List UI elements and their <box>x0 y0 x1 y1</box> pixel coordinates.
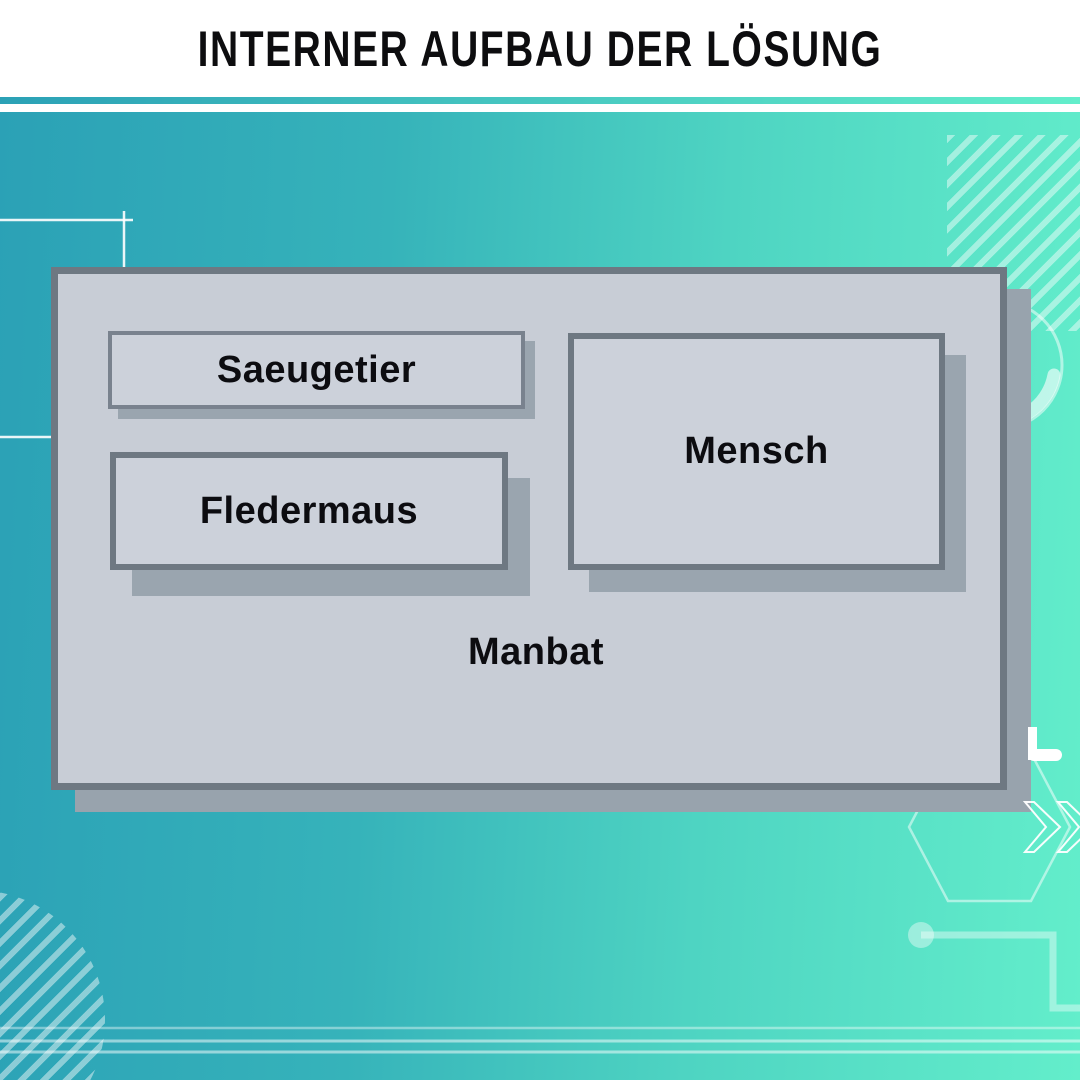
node-mensch: Mensch <box>568 333 945 570</box>
header-accent-strip <box>0 97 1080 104</box>
node-saeugetier: Saeugetier <box>108 331 525 409</box>
header-bar: INTERNER AUFBAU DER LÖSUNG <box>0 0 1080 97</box>
node-mensch-label: Mensch <box>684 430 829 472</box>
manbat-container-label: Manbat <box>468 630 604 673</box>
node-fledermaus: Fledermaus <box>110 452 508 570</box>
node-fledermaus-label: Fledermaus <box>199 489 419 532</box>
page-title: INTERNER AUFBAU DER LÖSUNG <box>197 20 883 77</box>
node-saeugetier-label: Saeugetier <box>216 348 417 391</box>
